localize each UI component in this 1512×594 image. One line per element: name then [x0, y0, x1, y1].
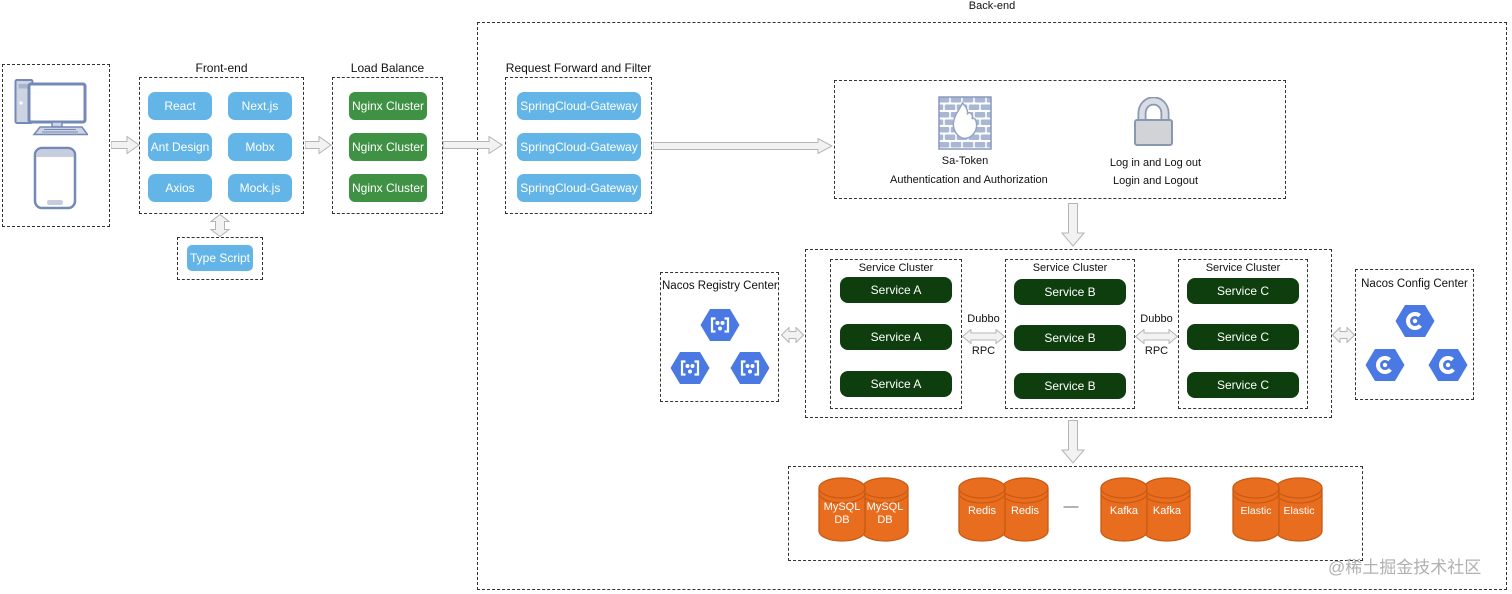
- service-a-2: Service A: [840, 324, 952, 350]
- arrow-auth-to-services: [1061, 203, 1085, 247]
- padlock-icon: [1134, 97, 1173, 146]
- nginx-cluster-3: Nginx Cluster: [349, 174, 427, 202]
- nacos-config-node-icon: [1365, 349, 1405, 381]
- rpc-link-2-top-label: Dubbo: [1140, 313, 1173, 325]
- frontend-item-mockjs: Mock.js: [228, 174, 292, 202]
- kafka-group: Kafka Kafka: [1100, 477, 1191, 542]
- nacos-registry-panel: [660, 272, 779, 402]
- typescript-panel: [177, 237, 263, 280]
- service-cluster-a-title: Service Cluster: [858, 262, 934, 274]
- nacos-node-icon: [700, 309, 740, 341]
- elastic-group: Elastic Elastic: [1232, 477, 1323, 542]
- nginx-cluster-1: Nginx Cluster: [349, 92, 427, 120]
- service-b-3: Service B: [1014, 373, 1126, 399]
- kafka-cylinder: Kafka: [1143, 477, 1191, 542]
- arrow-services-config: [1332, 327, 1355, 343]
- arrow-registry-services: [781, 327, 804, 343]
- auth-panel: [834, 80, 1286, 199]
- service-c-3: Service C: [1187, 372, 1299, 398]
- nacos-config-node-icon: [1395, 305, 1435, 337]
- service-a-3: Service A: [840, 371, 952, 397]
- elastic-cylinder: Elastic: [1275, 477, 1323, 542]
- arrow-devices-to-frontend: [111, 136, 140, 154]
- kafka-cylinder: Kafka: [1100, 477, 1148, 542]
- redis-cylinder: Redis: [1001, 477, 1049, 542]
- smartphone-icon: [33, 146, 77, 210]
- backend-label: Back-end: [968, 0, 1016, 12]
- service-cluster-c-title: Service Cluster: [1205, 262, 1281, 274]
- nacos-registry-title: Nacos Registry Center: [662, 280, 778, 292]
- watermark: @稀土掘金技术社区: [1328, 558, 1482, 577]
- frontend-item-nextjs: Next.js: [228, 92, 292, 120]
- login-title: Log in and Log out: [1109, 157, 1202, 169]
- frontend-item-react: React: [148, 92, 212, 120]
- firewall-icon: [938, 96, 992, 150]
- loadbalance-title: Load Balance: [350, 61, 425, 75]
- arrow-dubbo-rpc-1: [962, 329, 1005, 344]
- nacos-node-icon: [730, 352, 770, 384]
- elastic-cylinder: Elastic: [1232, 477, 1280, 542]
- service-cluster-c-panel: [1178, 259, 1308, 409]
- mysql-db-cylinder: MySQL DB: [818, 477, 866, 542]
- arrow-frontend-typescript: [210, 214, 230, 237]
- service-c-1: Service C: [1187, 278, 1299, 304]
- frontend-item-antdesign: Ant Design: [148, 133, 212, 161]
- arrow-loadbalance-to-gateway: [443, 136, 503, 154]
- desktop-computer-icon: [14, 79, 88, 136]
- service-cluster-b-title: Service Cluster: [1032, 262, 1108, 274]
- gateway-node-1: SpringCloud-Gateway: [517, 92, 641, 120]
- datastore-separator: —: [1063, 498, 1079, 515]
- frontend-panel: [139, 77, 304, 214]
- service-cluster-a-panel: [830, 259, 962, 409]
- nacos-config-node-icon: [1428, 349, 1468, 381]
- arrow-dubbo-rpc-2: [1135, 329, 1178, 344]
- service-b-1: Service B: [1014, 279, 1126, 305]
- client-devices-panel: [2, 64, 110, 227]
- nacos-node-icon: [670, 352, 710, 384]
- rpc-link-2-bottom-label: RPC: [1144, 345, 1169, 357]
- mysql-group: MySQL DB MySQL DB: [818, 477, 909, 542]
- satoken-subtitle: Authentication and Authorization: [890, 174, 1048, 186]
- rpc-link-1-bottom-label: RPC: [971, 345, 996, 357]
- datastores-panel: [788, 466, 1363, 561]
- service-b-2: Service B: [1014, 325, 1126, 351]
- gateway-node-2: SpringCloud-Gateway: [517, 133, 641, 161]
- arrow-frontend-to-loadbalance: [305, 136, 332, 154]
- services-panel: [805, 249, 1332, 418]
- arrow-gateway-to-auth: [653, 138, 833, 154]
- arrow-services-to-datastores: [1061, 420, 1085, 464]
- frontend-title: Front-end: [195, 61, 248, 75]
- frontend-item-axios: Axios: [148, 174, 212, 202]
- service-c-2: Service C: [1187, 324, 1299, 350]
- gateway-panel: [505, 77, 652, 214]
- redis-cylinder: Redis: [958, 477, 1006, 542]
- nacos-config-title: Nacos Config Center: [1361, 278, 1468, 290]
- rpc-link-1-top-label: Dubbo: [967, 313, 1000, 325]
- nginx-cluster-2: Nginx Cluster: [349, 133, 427, 161]
- service-cluster-b-panel: [1005, 259, 1135, 409]
- gateway-title: Request Forward and Filter: [505, 61, 652, 75]
- satoken-title: Sa-Token: [941, 155, 989, 167]
- service-a-1: Service A: [840, 277, 952, 303]
- frontend-item-mobx: Mobx: [228, 133, 292, 161]
- backend-panel: [477, 22, 1507, 590]
- login-subtitle: Login and Logout: [1112, 175, 1199, 187]
- typescript-item: Type Script: [187, 245, 253, 271]
- mysql-db-cylinder: MySQL DB: [861, 477, 909, 542]
- nacos-config-panel: [1355, 269, 1474, 400]
- gateway-node-3: SpringCloud-Gateway: [517, 174, 641, 202]
- redis-group: Redis Redis: [958, 477, 1049, 542]
